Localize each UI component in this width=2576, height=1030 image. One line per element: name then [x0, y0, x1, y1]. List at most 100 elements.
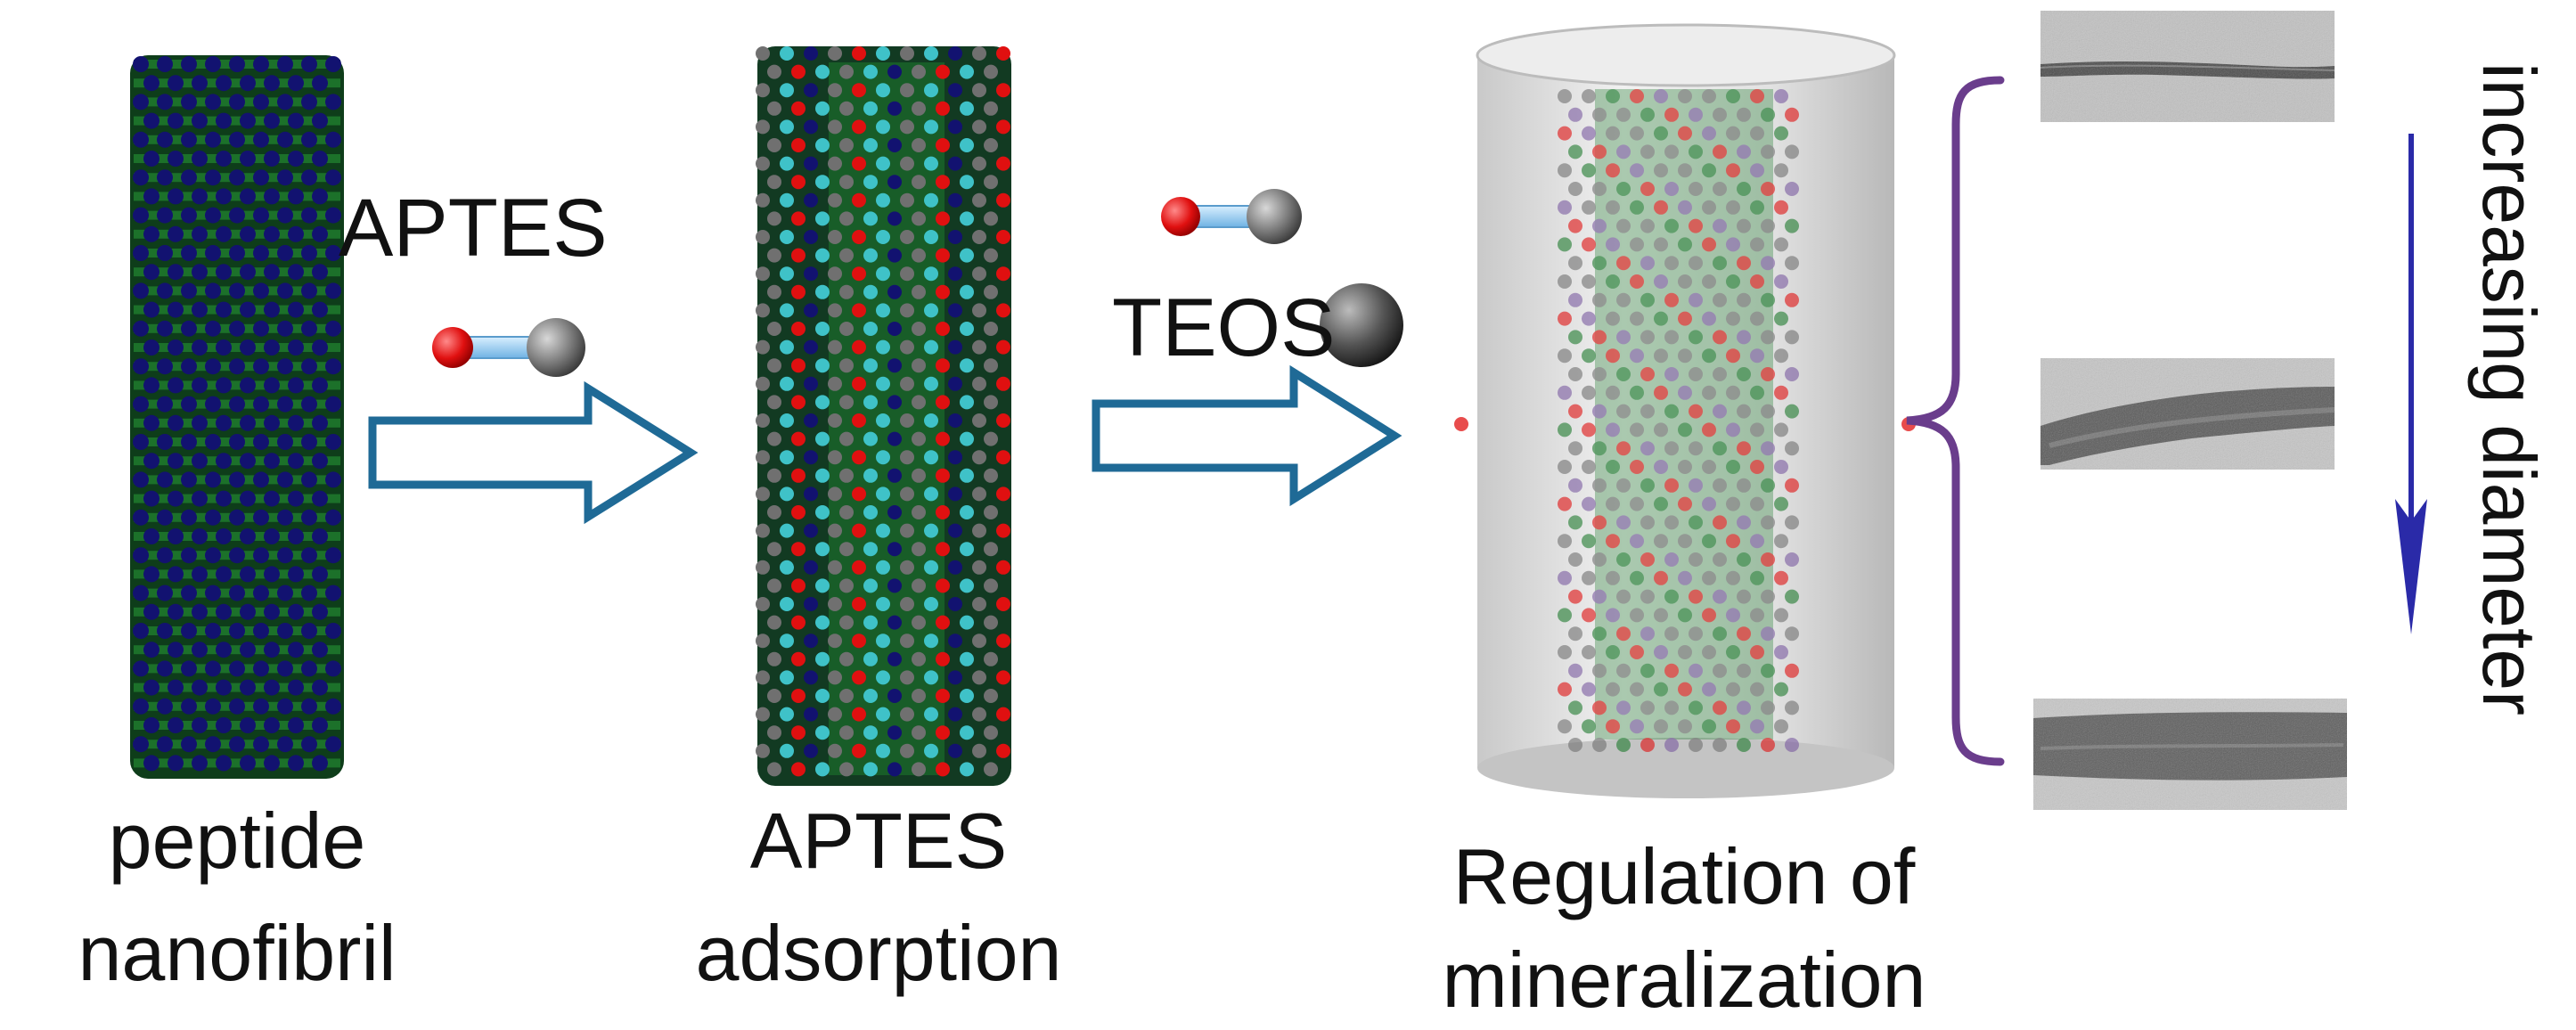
adsorbed-atom — [984, 578, 998, 593]
fibril-atom — [277, 736, 293, 753]
mineralized-atom — [1737, 515, 1751, 530]
fibril-atom — [277, 169, 293, 186]
adsorbed-atom — [863, 284, 878, 299]
fibril-atom — [133, 623, 149, 639]
adsorbed-atom — [828, 743, 842, 758]
fibril-atom — [301, 623, 317, 639]
mineralized-atom — [1726, 237, 1740, 252]
fibril-atom — [264, 528, 280, 544]
mineralized-atom — [1774, 385, 1788, 400]
adsorbed-atom — [984, 689, 998, 703]
mineralized-atom — [1558, 608, 1572, 623]
fibril-atom — [312, 225, 328, 242]
fibril-atom — [192, 264, 208, 281]
adsorbed-atom — [767, 138, 781, 152]
fibril-atom — [240, 377, 256, 394]
mineralized-atom — [1713, 515, 1727, 530]
fibril-atom — [168, 490, 184, 507]
mineralized-atom — [1726, 163, 1740, 178]
adsorbed-atom — [900, 634, 914, 649]
mineralized-atom — [1678, 570, 1692, 585]
adsorbed-atom — [900, 707, 914, 722]
adsorbed-atom — [852, 119, 866, 135]
adsorbed-atom — [780, 156, 794, 171]
adsorbed-atom — [972, 339, 986, 355]
fibril-atom — [277, 623, 293, 639]
mineralized-atom — [1664, 107, 1679, 122]
adsorbed-atom — [887, 211, 902, 226]
mineralized-atom — [1726, 89, 1740, 103]
adsorbed-atom — [767, 468, 781, 483]
adsorbed-atom — [972, 450, 986, 465]
mineralized-atom — [1726, 460, 1740, 474]
adsorbed-atom — [852, 46, 866, 61]
mineralized-atom — [1568, 292, 1582, 307]
mineralized-atom — [1640, 663, 1655, 678]
mineralized-atom — [1616, 218, 1631, 233]
adsorbed-atom — [948, 634, 962, 649]
adsorbed-atom — [972, 376, 986, 391]
fibril-atom — [229, 131, 245, 148]
mineralized-atom — [1774, 422, 1788, 437]
fibril-atom — [205, 736, 221, 753]
fibril-atom — [325, 94, 341, 110]
mineralized-atom — [1630, 348, 1644, 364]
adsorbed-atom — [912, 358, 926, 373]
mineralized-atom — [1654, 200, 1668, 215]
mineralized-atom — [1582, 385, 1596, 400]
adsorbed-atom — [756, 376, 770, 391]
adsorbed-atom — [852, 634, 866, 649]
mineralized-atom — [1713, 107, 1727, 122]
fibril-atom — [253, 56, 269, 72]
adsorbed-atom — [780, 303, 794, 318]
bracket — [1906, 76, 2005, 766]
mineralized-atom — [1640, 404, 1655, 419]
adsorbed-atom — [972, 119, 986, 135]
adsorbed-atom — [984, 248, 998, 263]
mineralized-atom — [1640, 626, 1655, 642]
mineralized-atom — [1654, 274, 1668, 289]
mineralized-atom — [1774, 200, 1788, 215]
adsorbed-atom — [804, 597, 818, 611]
caption-peptide-line1: peptide — [108, 797, 366, 885]
adsorbed-atom — [996, 119, 1010, 135]
mineralized-atom — [1616, 367, 1631, 381]
mineralized-atom — [1630, 534, 1644, 549]
fibril-atom — [157, 623, 173, 639]
adsorbed-atom — [912, 725, 926, 740]
mineralized-atom — [1689, 367, 1703, 381]
mineralized-atom — [1568, 182, 1582, 196]
mineralized-atom — [1582, 274, 1596, 289]
reaction-arrow-1 — [368, 380, 699, 525]
mineralized-atom — [1726, 570, 1740, 585]
mineralized-atom — [1726, 422, 1740, 437]
adsorbed-atom — [815, 138, 830, 152]
adsorbed-atom — [756, 597, 770, 611]
fibril-atom — [229, 547, 245, 564]
fibril-atom — [240, 339, 256, 356]
mineralized-atom — [1664, 441, 1679, 456]
fibril-atom — [157, 207, 173, 224]
adsorbed-atom — [936, 395, 950, 410]
mineralized-atom — [1592, 107, 1607, 122]
mineralized-atom — [1616, 330, 1631, 345]
adsorbed-atom — [804, 523, 818, 538]
adsorbed-atom — [887, 431, 902, 446]
adsorbed-atom — [936, 468, 950, 483]
adsorbed-atom — [780, 83, 794, 98]
mineralized-atom — [1726, 311, 1740, 326]
mineralized-atom — [1640, 515, 1655, 530]
mineralized-atom — [1654, 719, 1668, 734]
adsorbed-atom — [960, 725, 974, 740]
adsorbed-atom — [863, 138, 878, 152]
mineralized-atom — [1568, 663, 1582, 678]
fibril-atom — [157, 358, 173, 375]
mineralized-atom — [1558, 682, 1572, 697]
fibril-atom — [229, 584, 245, 601]
mineralized-atom — [1616, 256, 1631, 271]
adsorbed-atom — [767, 64, 781, 79]
mineralized-atom — [1640, 218, 1655, 233]
fibril-atom — [264, 755, 280, 772]
adsorbed-atom — [912, 468, 926, 483]
